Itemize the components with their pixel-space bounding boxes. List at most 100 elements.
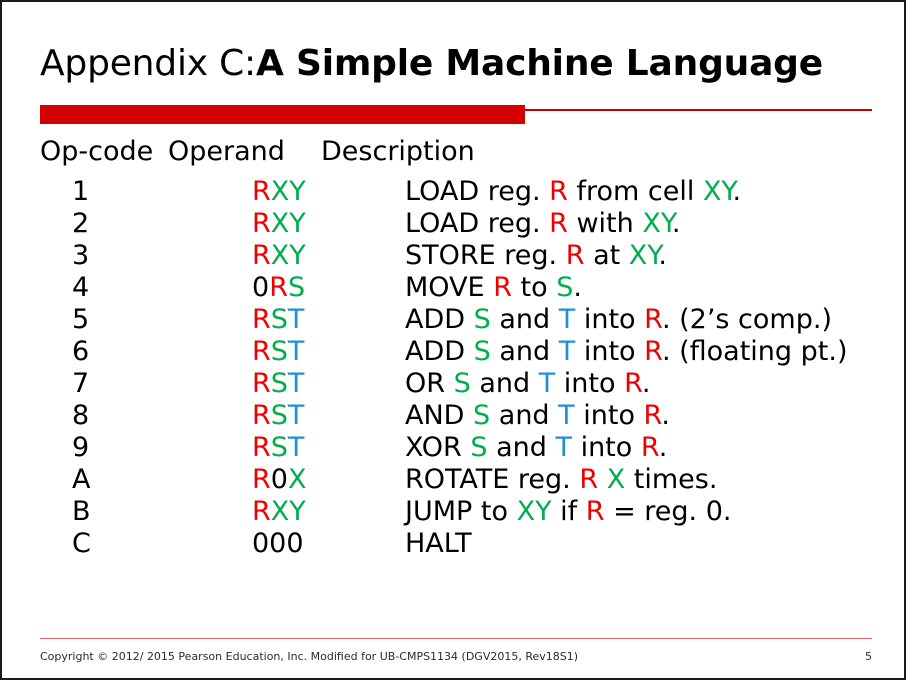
column-header-opcode: Op-code: [40, 136, 154, 167]
description-token: and: [490, 336, 559, 367]
description-token: R: [644, 304, 662, 335]
description-token: .: [671, 208, 681, 239]
operand-token: R: [252, 208, 271, 239]
operand-token: 000: [252, 528, 304, 559]
cell-operand: 000: [200, 528, 405, 559]
operand-token: XY: [270, 240, 306, 271]
operand-token: T: [287, 304, 305, 335]
description-token: times.: [625, 464, 718, 495]
description-token: [598, 464, 607, 495]
operand-token: S: [270, 368, 288, 399]
description-token: S: [453, 368, 471, 399]
operand-token: R: [252, 496, 271, 527]
title-emphasis: A Simple Machine Language: [255, 43, 823, 84]
description-token: .: [641, 368, 651, 399]
description-token: and: [487, 432, 556, 463]
cell-operand: RXY: [200, 208, 405, 239]
description-token: and: [490, 304, 559, 335]
cell-opcode: 4: [72, 272, 90, 303]
cell-description: XOR S and T into R.: [405, 432, 885, 463]
description-token: STORE reg.: [405, 240, 566, 271]
column-header-operand: Operand: [168, 136, 285, 167]
description-token: .: [658, 432, 668, 463]
description-token: into: [555, 368, 625, 399]
description-token: into: [571, 432, 641, 463]
description-token: .: [573, 272, 582, 303]
cell-opcode: 3: [72, 240, 90, 271]
operand-token: R: [252, 240, 271, 271]
description-token: . (floating pt.): [661, 336, 848, 367]
description-token: S: [473, 336, 491, 367]
cell-operand: RST: [200, 432, 405, 463]
description-token: into: [575, 304, 645, 335]
cell-operand: RXY: [200, 496, 405, 527]
table-header-row: Op-code Operand Description: [40, 136, 885, 176]
operand-token: R: [252, 432, 271, 463]
title-divider: [40, 102, 872, 124]
cell-description: ROTATE reg. R X times.: [405, 464, 885, 495]
description-token: ADD: [405, 304, 474, 335]
divider-accent-bar: [40, 105, 525, 124]
description-token: S: [556, 272, 574, 303]
description-token: S: [473, 304, 491, 335]
description-token: R: [643, 400, 662, 431]
description-token: S: [470, 432, 488, 463]
description-token: into: [574, 400, 644, 431]
operand-token: T: [287, 432, 305, 463]
description-token: XY: [642, 208, 672, 239]
description-token: .: [732, 176, 742, 207]
operand-token: 0: [270, 464, 288, 495]
operand-token: XY: [270, 208, 306, 239]
description-token: R: [624, 368, 642, 399]
page-title: Appendix C: A Simple Machine Language: [40, 36, 880, 92]
description-token: to: [511, 272, 557, 303]
description-token: XY: [516, 496, 552, 527]
description-token: LOAD reg.: [405, 208, 550, 239]
description-token: XOR: [405, 432, 471, 463]
description-token: ADD: [405, 336, 474, 367]
description-token: with: [567, 208, 643, 239]
operand-token: XY: [270, 176, 306, 207]
description-token: S: [473, 400, 491, 431]
cell-description: ADD S and T into R. (2’s comp.): [405, 304, 885, 335]
description-token: R: [549, 176, 568, 207]
operand-token: R: [252, 400, 271, 431]
description-token: R: [549, 208, 568, 239]
title-prefix: Appendix C:: [40, 43, 256, 84]
description-token: T: [538, 368, 556, 399]
operand-token: S: [270, 432, 288, 463]
cell-opcode: 2: [72, 208, 90, 239]
operand-token: R: [252, 176, 271, 207]
description-token: from cell: [567, 176, 703, 207]
cell-description: JUMP to XY if R = reg. 0.: [405, 496, 885, 527]
description-token: T: [555, 432, 572, 463]
description-token: . (2’s comp.): [661, 304, 832, 335]
description-token: JUMP to: [405, 496, 517, 527]
footer: Copyright © 2012/ 2015 Pearson Education…: [40, 645, 872, 667]
description-token: ROTATE reg.: [405, 464, 580, 495]
cell-operand: RST: [200, 400, 405, 431]
description-token: R: [644, 336, 662, 367]
cell-opcode: 1: [72, 176, 90, 207]
operand-token: R: [252, 368, 271, 399]
copyright-notice: Copyright © 2012/ 2015 Pearson Education…: [40, 649, 579, 663]
description-token: R: [640, 432, 659, 463]
cell-opcode: 9: [72, 432, 90, 463]
footer-divider: [40, 638, 872, 639]
description-token: T: [558, 304, 576, 335]
operand-token: X: [287, 464, 307, 495]
cell-description: MOVE R to S.: [405, 272, 885, 303]
operand-token: T: [287, 368, 305, 399]
description-token: .: [658, 240, 667, 271]
description-token: R: [579, 464, 599, 495]
cell-description: AND S and T into R.: [405, 400, 885, 431]
cell-description: LOAD reg. R with XY.: [405, 208, 885, 239]
